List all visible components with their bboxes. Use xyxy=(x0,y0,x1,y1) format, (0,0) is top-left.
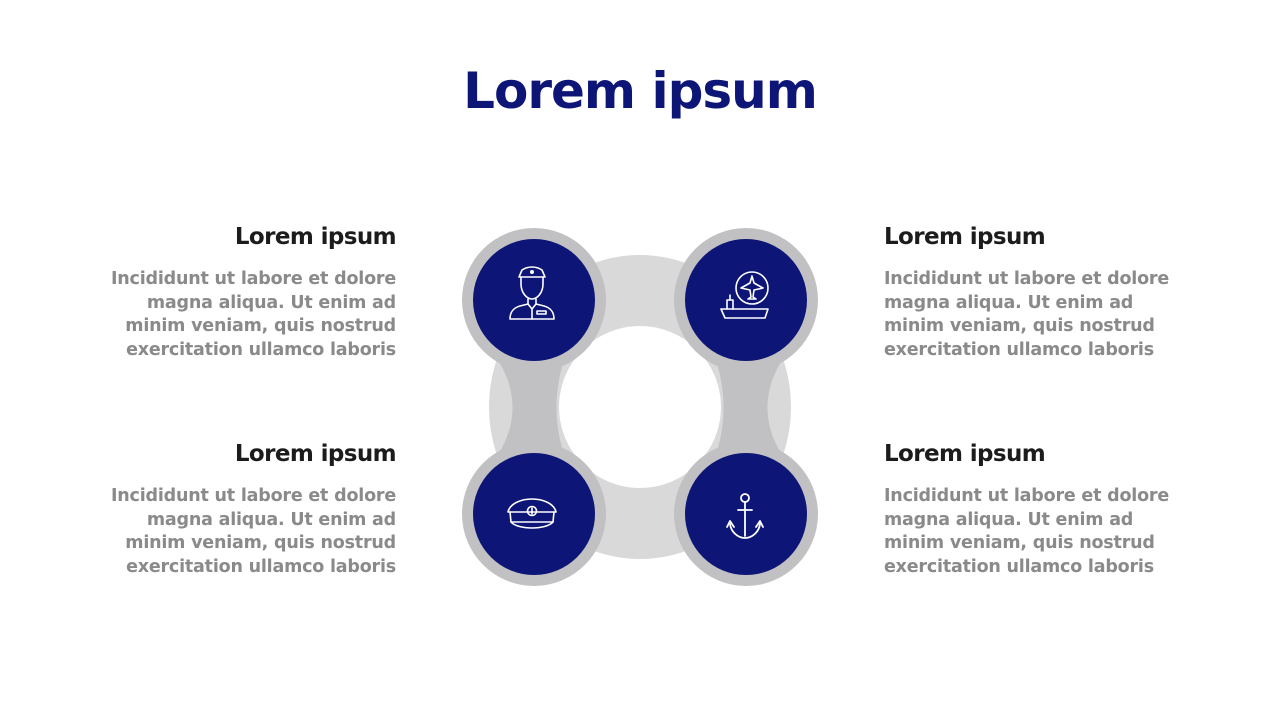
block-description: Incididunt ut labore et dolore magna ali… xyxy=(884,269,1170,360)
block-heading: Lorem ipsum xyxy=(884,441,1046,467)
text-block-bottom-right: Lorem ipsum Incididunt ut labore et dolo… xyxy=(884,439,1174,579)
text-block-top-left: Lorem ipsum Incididunt ut labore et dolo… xyxy=(106,222,397,362)
page-title: Lorem ipsum xyxy=(463,62,818,120)
sailor-icon xyxy=(509,266,555,320)
block-heading: Lorem ipsum xyxy=(234,224,397,250)
aircraft-carrier-icon xyxy=(720,271,769,319)
text-block-bottom-left: Lorem ipsum Incididunt ut labore et dolo… xyxy=(106,439,397,579)
node-circle-bottom-left xyxy=(473,453,595,575)
block-heading: Lorem ipsum xyxy=(884,224,1046,250)
node-circle-top-right xyxy=(685,239,807,361)
block-description: Incididunt ut labore et dolore magna ali… xyxy=(884,486,1170,577)
block-description: Incididunt ut labore et dolore magna ali… xyxy=(110,486,396,577)
captain-hat-icon xyxy=(507,498,557,529)
block-heading: Lorem ipsum xyxy=(234,441,397,467)
block-description: Incididunt ut labore et dolore magna ali… xyxy=(110,269,396,360)
node-circle-top-left xyxy=(473,239,595,361)
anchor-icon xyxy=(726,493,764,539)
node-circle-bottom-right xyxy=(685,453,807,575)
text-block-top-right: Lorem ipsum Incididunt ut labore et dolo… xyxy=(884,222,1174,362)
